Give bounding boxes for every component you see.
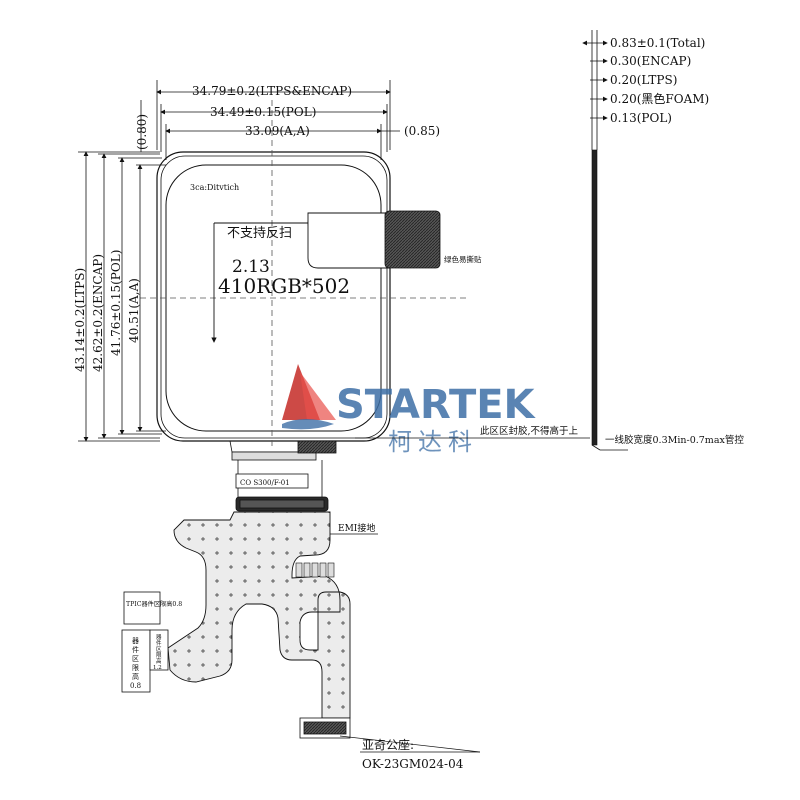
- logo-wave: [282, 419, 334, 430]
- stack-encap: 0.30(ENCAP): [610, 54, 691, 68]
- component-cluster: [295, 562, 335, 578]
- top-dimension-lines: [140, 80, 400, 160]
- startek-logo: [282, 364, 336, 430]
- glue-line-note: 一线胶宽度0.3Min-0.7max管控: [605, 434, 744, 446]
- dim-aa-width: 33.09(A,A): [245, 124, 310, 138]
- dim-top-offset: (0.80): [135, 114, 149, 150]
- dim-pol-width: 34.49±0.15(POL): [210, 105, 316, 119]
- dim-ltps-height: 43.14±0.2(LTPS): [73, 268, 87, 372]
- dim-pol-height: 41.76±0.15(POL): [109, 250, 123, 356]
- display-resolution: 410RGB*502: [218, 274, 350, 298]
- comp-right-5: 1.2: [153, 665, 162, 671]
- bonding-area: [229, 440, 337, 512]
- green-tape-label: 绿色易撕贴: [444, 254, 482, 264]
- fpc-connector: [299, 717, 351, 739]
- fpc-label-box: [235, 473, 309, 489]
- connector-leader: [339, 735, 481, 753]
- comp-left-4: 高: [132, 672, 139, 681]
- no-reverse-scan-label: 不支持反扫: [227, 226, 292, 241]
- emi-ground-label: EMI接地: [338, 522, 375, 534]
- seal-note: 此区区封胶,不得高于上: [480, 425, 579, 437]
- stack-leaders: [582, 40, 608, 121]
- fpc-body: [167, 511, 351, 719]
- comp-right-2: 区: [156, 646, 162, 653]
- corner-label: 3ca:Ditvtich: [190, 183, 239, 192]
- tpic-area-label: TPIC器件区限高0.8: [126, 600, 182, 608]
- tpic-area-box: [123, 591, 161, 625]
- outer-ltps-outline: [156, 151, 391, 442]
- stack-foam: 0.20(黑色FOAM): [610, 92, 709, 106]
- component-area-right-text: 器 件 区 限 高 1.2: [153, 634, 162, 671]
- dim-encap-height: 42.62±0.2(ENCAP): [91, 254, 105, 372]
- stack-total: 0.83±0.1(Total): [610, 36, 705, 50]
- comp-left-2: 区: [132, 655, 139, 663]
- pol-outline: [160, 155, 388, 439]
- watermark-chinese: 柯达科: [388, 428, 478, 456]
- comp-left-0: 器: [132, 637, 139, 645]
- logo-sail-light: [300, 372, 336, 420]
- dim-ltps-encap-width: 34.79±0.2(LTPS&ENCAP): [192, 84, 352, 98]
- component-area-left-text: 器 件 区 限 高 0.8: [130, 637, 141, 690]
- component-area-right-box: [149, 629, 169, 671]
- watermark-brand: STARTEK: [336, 382, 537, 428]
- stack-ltps: 0.20(LTPS): [610, 73, 677, 87]
- tape-hatch: [384, 210, 441, 269]
- dim-aa-height: 40.51(A,A): [127, 278, 141, 343]
- left-dimension-lines: [78, 151, 166, 442]
- display-size: 2.13: [232, 257, 270, 277]
- stack-pol: 0.13(POL): [610, 111, 672, 125]
- comp-right-1: 件: [156, 639, 162, 647]
- connector-vendor: 亚奇公座:: [362, 737, 414, 752]
- component-area-left-box: [121, 629, 151, 693]
- comp-right-4: 高: [156, 657, 162, 665]
- comp-left-5: 0.8: [130, 682, 141, 690]
- green-tape: [307, 210, 441, 269]
- comp-right-3: 限: [156, 651, 162, 659]
- fpc-code: CO S300/F-01: [240, 479, 290, 487]
- comp-left-1: 件: [132, 645, 139, 654]
- comp-left-3: 限: [132, 663, 139, 672]
- dim-right-offset: (0.85): [404, 124, 440, 138]
- stack-side-view: [591, 30, 628, 451]
- comp-right-0: 器: [156, 634, 162, 641]
- center-lines: [140, 100, 470, 450]
- connector-part: OK-23GM024-04: [362, 757, 464, 771]
